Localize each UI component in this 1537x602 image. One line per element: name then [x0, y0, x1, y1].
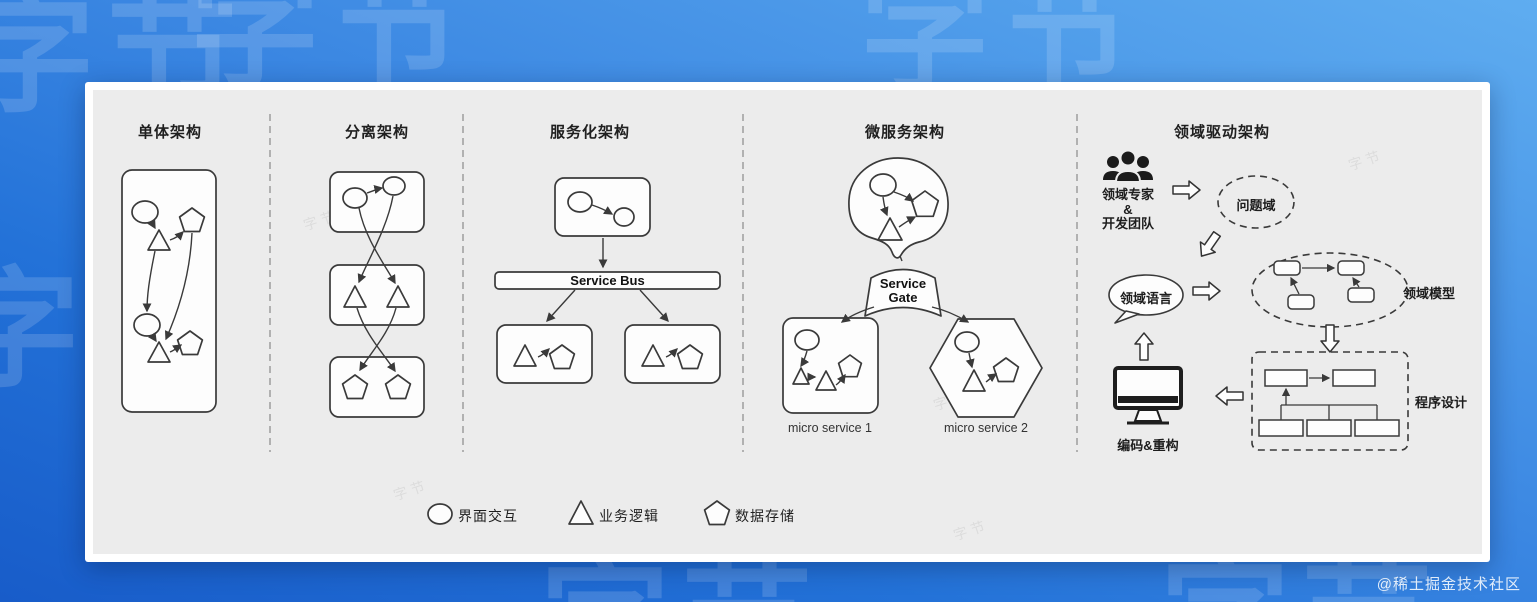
column-title-ddd: 领域驱动架构	[1173, 124, 1270, 141]
ui-circle	[794, 329, 820, 351]
ui-circle	[567, 191, 593, 213]
logic-triangle	[513, 344, 537, 367]
team-label-line2: &	[1123, 201, 1133, 217]
domain-model-entities	[1273, 260, 1375, 310]
arrow-coding-to-language	[1134, 332, 1154, 361]
micro-service-2-label: micro service 2	[943, 421, 1029, 435]
ui-circle	[342, 187, 368, 209]
arrow-design-to-coding	[1215, 386, 1244, 406]
service-bus-bar	[494, 271, 721, 290]
logic-triangle	[877, 217, 903, 241]
logic-triangle	[792, 367, 810, 385]
service-gate-shape	[864, 268, 942, 317]
ui-circle	[382, 176, 406, 196]
ui-circle	[133, 313, 161, 337]
diagram-card: 字节 字节 字节 字节 字节 字节	[85, 82, 1490, 562]
domain-model-ellipse	[1251, 252, 1409, 328]
site-watermark: @稀土掘金技术社区	[1376, 576, 1521, 593]
logic-triangle	[815, 370, 837, 391]
soa-diagram	[494, 177, 721, 384]
domain-language-bubble	[1108, 274, 1184, 324]
data-pentagon	[384, 374, 412, 400]
team-icon	[1103, 149, 1153, 183]
data-layer-box	[329, 356, 425, 418]
separated-arrows	[356, 185, 397, 373]
arrow-problem-to-language	[1193, 228, 1226, 263]
program-design-frame	[1251, 351, 1409, 451]
data-pentagon	[992, 357, 1020, 383]
service-bus-label: Service Bus	[570, 273, 645, 288]
monolith-diagram	[121, 169, 217, 413]
soa-service-box-right	[624, 324, 721, 384]
arrow-model-to-design	[1320, 324, 1340, 353]
data-pentagon	[676, 344, 704, 370]
legend-ui-circle	[427, 503, 453, 525]
team-label-line1: 领域专家	[1101, 187, 1154, 202]
data-pentagon	[837, 354, 863, 378]
coding-refactor-label: 编码&重构	[1117, 438, 1179, 453]
logic-triangle	[147, 229, 171, 251]
ui-circle	[131, 200, 159, 224]
problem-domain-label: 问题域	[1236, 198, 1276, 213]
service-gate-label-line2: Gate	[888, 290, 918, 305]
legend-ui-label: 界面交互	[458, 508, 518, 524]
ui-circle	[613, 207, 635, 227]
diagram-panel: 字节 字节 字节 字节 字节 字节	[93, 90, 1482, 554]
soa-arrows	[537, 204, 678, 358]
legend-logic-triangle	[568, 500, 594, 525]
legend-shapes	[427, 500, 731, 526]
separated-diagram	[329, 171, 425, 418]
program-design-links	[1280, 373, 1378, 420]
column-title-monolith: 单体架构	[137, 124, 202, 141]
microservices-diagram	[782, 157, 1043, 418]
data-pentagon	[176, 330, 204, 356]
domain-model-arrows	[1290, 263, 1361, 295]
logic-triangle	[641, 344, 665, 367]
column-title-soa: 服务化架构	[549, 124, 630, 141]
data-pentagon	[178, 207, 206, 233]
arrow-language-to-model	[1192, 281, 1221, 301]
ddd-diagram	[1103, 149, 1409, 451]
micro-service-2-hexagon	[929, 318, 1043, 418]
problem-domain-cloud	[1217, 175, 1295, 229]
logic-triangle	[386, 285, 410, 308]
data-pentagon	[341, 374, 369, 400]
ui-circle	[954, 331, 980, 353]
micro-service-1-box	[782, 317, 879, 414]
soa-service-box-left	[496, 324, 593, 384]
logic-triangle	[343, 285, 367, 308]
microservices-arrows	[800, 191, 998, 386]
micro-service-1-label: micro service 1	[787, 421, 873, 435]
logic-triangle	[147, 341, 171, 363]
data-pentagon	[548, 344, 576, 370]
monolith-arrows	[142, 219, 193, 354]
column-title-micro: 微服务架构	[864, 124, 945, 141]
legend-data-pentagon	[703, 500, 731, 526]
legend-logic-label: 业务逻辑	[599, 508, 659, 524]
domain-language-label: 领域语言	[1119, 291, 1172, 306]
team-label-line3: 开发团队	[1101, 216, 1154, 231]
logic-triangle	[962, 369, 986, 392]
domain-model-label: 领域模型	[1403, 286, 1456, 301]
column-dividers	[269, 114, 1078, 452]
legend-storage-label: 数据存储	[735, 508, 795, 524]
program-design-label: 程序设计	[1415, 395, 1468, 410]
ui-circle	[869, 173, 897, 197]
column-title-separated: 分离架构	[344, 124, 409, 141]
architecture-evolution-diagram	[121, 114, 1409, 526]
program-design-classes	[1258, 369, 1400, 437]
monitor-icon	[1113, 366, 1183, 425]
service-gate-label-line1: Service	[879, 276, 927, 291]
logic-layer-box	[329, 264, 425, 326]
